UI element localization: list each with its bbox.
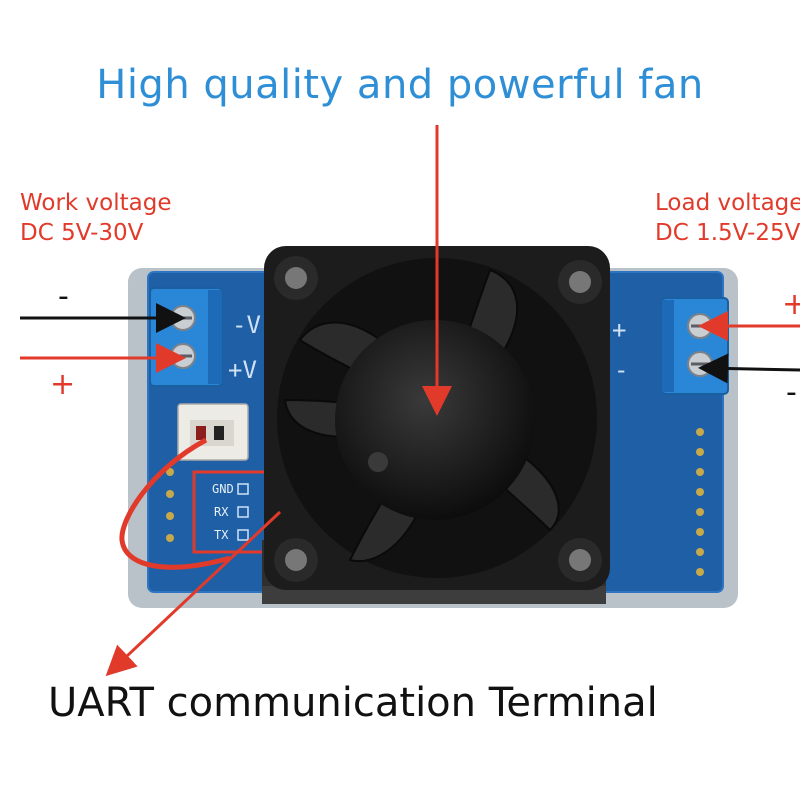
pcb-left-minus: -V: [232, 311, 261, 339]
load-minus-sign: -: [786, 375, 797, 410]
left-header-pins: [166, 468, 174, 542]
fan-body: [264, 246, 610, 590]
uart-caption: UART communication Terminal: [48, 680, 658, 726]
load-voltage-line2: DC 1.5V-25V: [655, 220, 800, 246]
pcb-right-minus: -: [614, 356, 628, 384]
load-minus-arrow: [698, 353, 800, 384]
right-terminal-block: [661, 297, 729, 395]
pcb-left-plus: +V: [228, 356, 257, 384]
uart-pins: [237, 483, 249, 541]
headline: High quality and powerful fan: [96, 62, 704, 108]
work-plus-sign: +: [50, 367, 76, 402]
uart-pin-rx: RX: [214, 505, 229, 519]
load-voltage-line1: Load voltage: [655, 190, 800, 216]
uart-pin-tx: TX: [214, 528, 229, 542]
left-terminal-block: [149, 287, 223, 387]
work-voltage-line2: DC 5V-30V: [20, 220, 144, 246]
work-voltage-label: Work voltage DC 5V-30V: [20, 188, 172, 248]
right-header-pins: [696, 428, 704, 576]
fan-wire-red: [119, 437, 231, 570]
uart-pin-gnd: GND: [212, 482, 234, 496]
load-voltage-label: Load voltage DC 1.5V-25V: [655, 188, 800, 248]
pcb-right-plus: +: [612, 316, 626, 344]
work-voltage-line1: Work voltage: [20, 190, 172, 216]
fan-hub: [335, 320, 535, 520]
uart-pointer-arrow: [105, 510, 282, 677]
work-minus-sign: -: [58, 279, 69, 314]
load-plus-sign: +: [782, 287, 800, 322]
